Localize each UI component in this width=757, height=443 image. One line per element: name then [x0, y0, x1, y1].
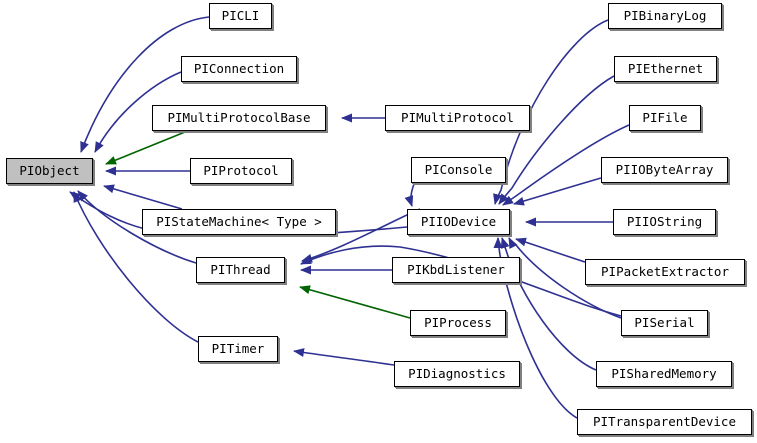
class-node-label: PIProcess [424, 314, 492, 330]
edge-piprocess-to-pithread [299, 285, 411, 319]
edge-pifile-to-piiodevice [502, 124, 630, 206]
class-node-piconnection[interactable]: PIConnection [181, 56, 297, 82]
class-node-label: PIConsole [424, 161, 493, 177]
edge-pistatemachine-to-piobject [103, 184, 183, 210]
class-node-piiostring[interactable]: PIIOString [613, 209, 716, 235]
class-node-label: PITransparentDevice [593, 413, 736, 429]
class-node-piobject[interactable]: PIObject [6, 158, 93, 184]
edge-piserial-to-pithread [300, 245, 622, 317]
edge-pitimer-to-piobject [73, 191, 199, 343]
class-node-label: PIDiagnostics [408, 365, 506, 381]
class-node-pidiagnostics[interactable]: PIDiagnostics [394, 361, 520, 387]
class-node-label: PIStateMachine< Type > [156, 213, 322, 229]
edge-pitransparentdevice-to-piiodevice [493, 237, 578, 419]
class-node-label: PIMultiProtocol [401, 109, 514, 125]
class-node-pithread[interactable]: PIThread [196, 257, 285, 283]
class-node-piprocess[interactable]: PIProcess [410, 310, 506, 336]
class-node-pipacketextractor[interactable]: PIPacketExtractor [585, 259, 745, 285]
class-node-piiobytearray[interactable]: PIIOByteArray [601, 157, 728, 183]
class-node-label: PIBinaryLog [623, 7, 707, 23]
class-node-label: PICLI [221, 7, 260, 23]
edge-pimultiprotocolbase-to-piobject [105, 131, 186, 165]
edge-piconsole-to-piiodevice [404, 183, 415, 207]
class-node-pitransparentdevice[interactable]: PITransparentDevice [577, 409, 752, 435]
edge-pidiagnostics-to-pitimer [293, 348, 395, 366]
class-node-label: PISharedMemory [611, 365, 717, 381]
class-node-label: PIProtocol [203, 162, 279, 178]
class-node-pistatemachine[interactable]: PIStateMachine< Type > [142, 209, 336, 235]
class-node-label: PIThread [210, 261, 271, 277]
class-node-pisharedmemory[interactable]: PISharedMemory [596, 361, 732, 387]
edge-piconnection-to-piobject [94, 71, 182, 153]
class-node-piserial[interactable]: PISerial [621, 310, 708, 336]
class-node-pifile[interactable]: PIFile [629, 105, 701, 131]
edge-picli-to-piobject [80, 16, 210, 153]
class-node-pitimer[interactable]: PITimer [198, 336, 278, 362]
class-node-label: PIIOByteArray [615, 161, 714, 177]
class-node-label: PIKbdListener [407, 261, 505, 277]
edge-piiobytearray-to-piiodevice [513, 177, 602, 206]
class-node-piconsole[interactable]: PIConsole [411, 157, 506, 183]
class-node-label: PIEthernet [627, 60, 704, 76]
class-node-label: PIConnection [193, 60, 285, 76]
class-node-piiodevice[interactable]: PIIODevice [407, 209, 510, 235]
class-node-label: PITimer [211, 340, 265, 356]
class-node-pikbdlistener[interactable]: PIKbdListener [392, 257, 520, 283]
class-node-label: PIPacketExtractor [601, 263, 729, 279]
edge-piserial-to-piiodevice [508, 237, 622, 319]
class-node-pimultiprotocolbase[interactable]: PIMultiProtocolBase [152, 105, 326, 131]
class-node-label: PIIOString [626, 213, 703, 229]
edge-pithread-to-piobject [77, 190, 197, 264]
class-node-label: PISerial [634, 314, 695, 330]
edge-pipacketextractor-to-piiodevice [515, 237, 586, 263]
class-node-label: PIObject [19, 162, 80, 178]
class-node-picli[interactable]: PICLI [209, 3, 272, 29]
class-node-label: PIFile [642, 109, 688, 125]
class-node-label: PIIODevice [420, 213, 497, 229]
class-node-piprotocol[interactable]: PIProtocol [190, 158, 292, 184]
class-node-piethernet[interactable]: PIEthernet [614, 56, 717, 82]
class-node-pibinarylog[interactable]: PIBinaryLog [608, 3, 722, 29]
class-node-label: PIMultiProtocolBase [167, 109, 311, 125]
class-node-pimultiprotocol[interactable]: PIMultiProtocol [385, 105, 530, 131]
edge-pibinarylog-to-piiodevice [493, 19, 609, 205]
